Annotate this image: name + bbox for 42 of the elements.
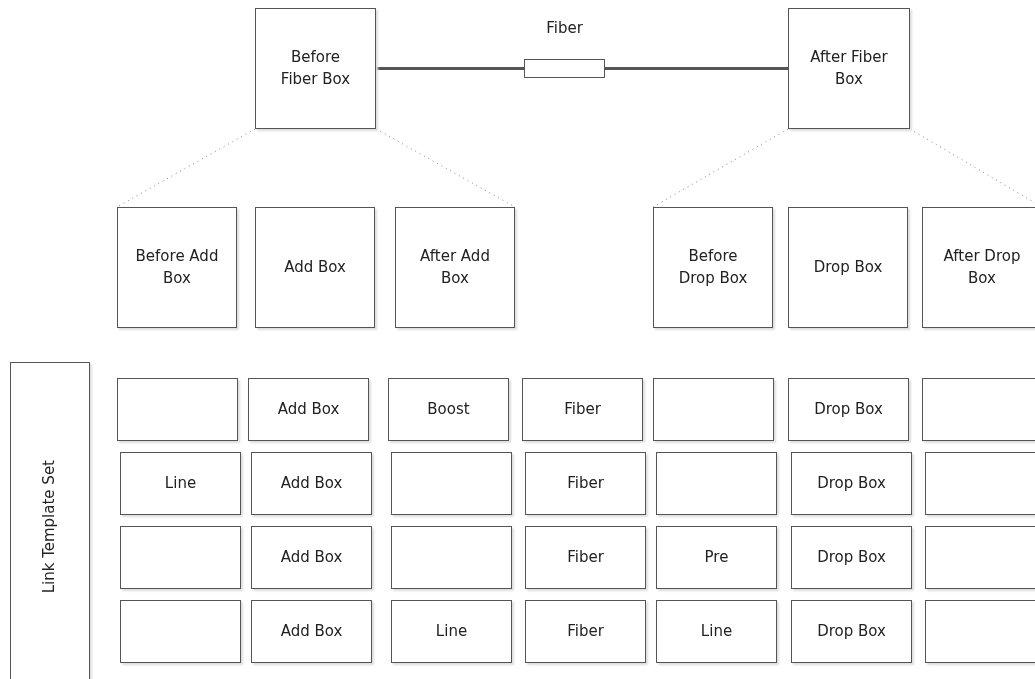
fiber-line (376, 67, 524, 70)
empty-box (391, 452, 512, 515)
template-block: Drop Box (788, 378, 909, 441)
empty-box (653, 378, 774, 441)
fiber-label: Fiber (545, 19, 584, 37)
empty-box (925, 452, 1035, 515)
module-block: Before Fiber Box (255, 8, 376, 129)
template-block: Line (120, 452, 241, 515)
template-block: Drop Box (791, 600, 912, 663)
template-block: Fiber (525, 452, 646, 515)
template-block: Boost (388, 378, 509, 441)
module-block: Before Add Box (117, 207, 237, 328)
template-block: Add Box (251, 526, 372, 589)
empty-box (925, 600, 1035, 663)
set-panel (10, 362, 90, 679)
empty-box (120, 526, 241, 589)
template-block: Add Box (248, 378, 369, 441)
module-block: After Fiber Box (788, 8, 910, 129)
empty-box (925, 526, 1035, 589)
empty-box (391, 526, 512, 589)
template-block: Line (656, 600, 777, 663)
module-block: After Drop Box (922, 207, 1035, 328)
template-block: Line (391, 600, 512, 663)
vertical-label: Link Template Set (39, 460, 60, 594)
module-block: Drop Box (788, 207, 908, 328)
template-block: Drop Box (791, 452, 912, 515)
empty-box (922, 378, 1035, 441)
template-block: Pre (656, 526, 777, 589)
empty-box (117, 378, 238, 441)
module-block: Before Drop Box (653, 207, 773, 328)
template-block: Fiber (525, 600, 646, 663)
empty-box (120, 600, 241, 663)
template-block: Drop Box (791, 526, 912, 589)
template-block: Fiber (525, 526, 646, 589)
template-block: Add Box (251, 452, 372, 515)
fiber-line (605, 67, 788, 70)
dotted-expansion-line (116, 128, 256, 208)
template-block: Fiber (522, 378, 643, 441)
module-block: After Add Box (395, 207, 515, 328)
module-block: Add Box (255, 207, 375, 328)
template-block: Add Box (251, 600, 372, 663)
empty-box (656, 452, 777, 515)
